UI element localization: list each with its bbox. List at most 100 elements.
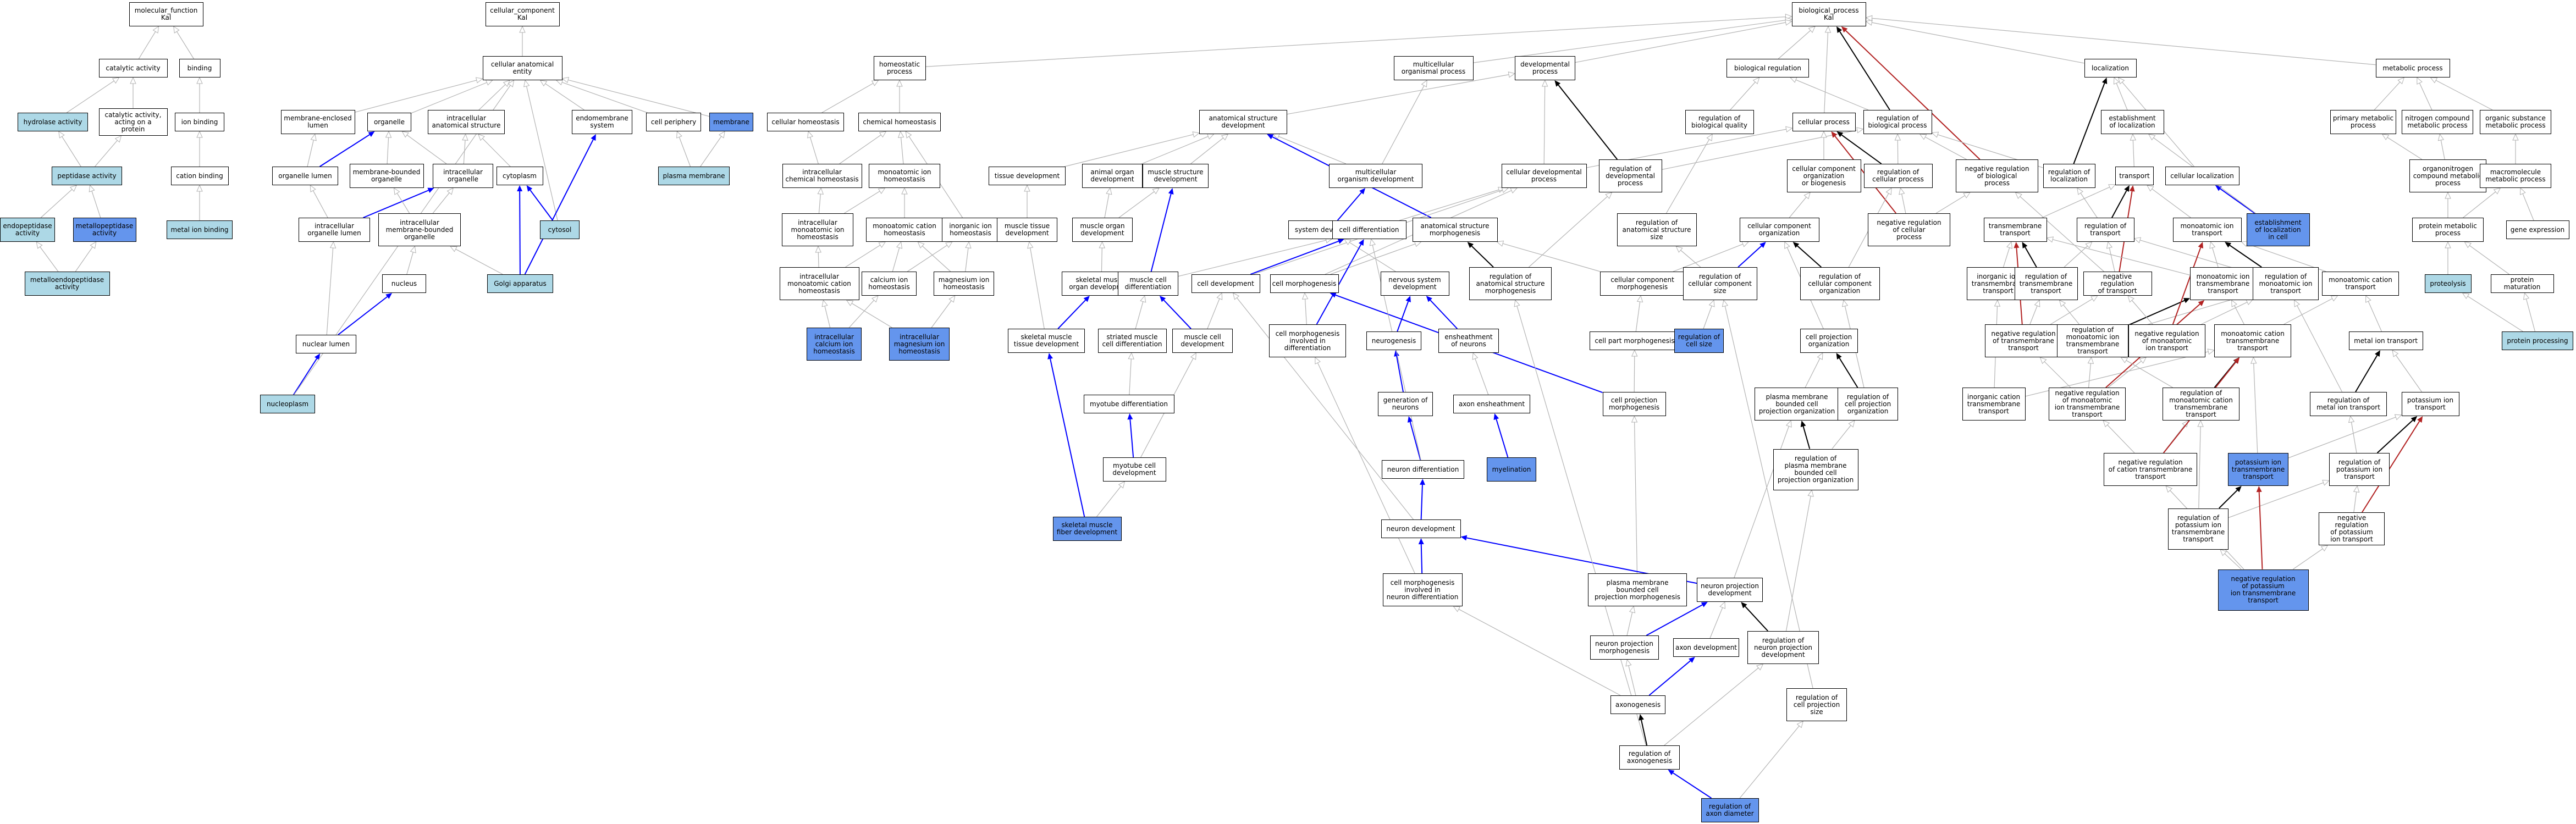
node-monoatomic-cation-homeostasis[interactable]: monoatomic cation homeostasis [866,218,943,242]
node-negative-regulation-of-potassium-ion-transmembrane-transport[interactable]: negative regulation of potassium ion tra… [2218,569,2309,611]
node-muscle-tissue-development[interactable]: muscle tissue development [997,218,1057,242]
node-cellular-developmental-process[interactable]: cellular developmental process [1501,164,1587,188]
node-regulation-of-neuron-projection-development[interactable]: regulation of neuron projection developm… [1747,631,1819,664]
node-calcium-ion-homeostasis[interactable]: calcium ion homeostasis [862,272,917,296]
node-striated-muscle-cell-differentiation[interactable]: striated muscle cell differentiation [1097,329,1167,353]
node-cellular-homeostasis[interactable]: cellular homeostasis [767,113,844,131]
node-axonogenesis[interactable]: axonogenesis [1610,695,1665,714]
node-monoatomic-cation-transmembrane-transport[interactable]: monoatomic cation transmembrane transpor… [2214,324,2291,357]
node-regulation-of-monoatomic-ion-transport[interactable]: regulation of monoatomic ion transport [2253,267,2319,300]
node-homeostatic-process[interactable]: homeostatic process [873,56,926,80]
node-myotube-cell-development[interactable]: myotube cell development [1102,457,1166,482]
node-cell-periphery[interactable]: cell periphery [646,113,701,131]
node-tissue-development[interactable]: tissue development [989,167,1066,185]
node-plasma-membrane-bounded-cell-projection-organization[interactable]: plasma membrane bounded cell projection … [1754,388,1840,421]
node-ion-binding[interactable]: ion binding [175,113,224,131]
node-monoatomic-ion-transport[interactable]: monoatomic ion transport [2172,218,2242,242]
node-regulation-of-potassium-ion-transmembrane-transport[interactable]: regulation of potassium ion transmembran… [2168,508,2229,550]
node-membrane-enclosed-lumen[interactable]: membrane-enclosed lumen [280,110,355,134]
node-metal-ion-binding[interactable]: metal ion binding [167,220,233,239]
node-biological-process[interactable]: biological_process Kal [1791,2,1866,26]
node-regulation-of-biological-process[interactable]: regulation of biological process [1863,110,1932,134]
node-cellular-component-organization-or-biogenesis[interactable]: cellular component organization or bioge… [1786,159,1861,192]
node-nervous-system-development[interactable]: nervous system development [1380,272,1449,296]
node-muscle-organ-development[interactable]: muscle organ development [1072,218,1133,242]
node-organic-substance-metabolic-process[interactable]: organic substance metabolic process [2480,110,2551,134]
node-cell-differentiation[interactable]: cell differentiation [1332,220,1406,239]
node-regulation-of-potassium-ion-transport[interactable]: regulation of potassium ion transport [2329,453,2390,486]
node-nuclear-lumen[interactable]: nuclear lumen [296,335,356,353]
node-cation-binding[interactable]: cation binding [170,167,229,185]
node-cellular-process[interactable]: cellular process [1792,113,1856,131]
node-muscle-structure-development[interactable]: muscle structure development [1143,164,1209,188]
node-cell-morphogenesis-involved-in-neuron-differentiation[interactable]: cell morphogenesis involved in neuron di… [1382,573,1463,606]
node-golgi-apparatus[interactable]: Golgi apparatus [487,274,553,293]
node-metalloendopeptidase-activity[interactable]: metalloendopeptidase activity [24,272,110,296]
node-animal-organ-development[interactable]: animal organ development [1082,164,1143,188]
node-proteolysis[interactable]: proteolysis [2424,274,2472,293]
node-regulation-of-transport[interactable]: regulation of transport [2076,218,2134,242]
node-anatomical-structure-development[interactable]: anatomical structure development [1199,110,1287,134]
node-negative-regulation-of-transport[interactable]: negative regulation of transport [2083,272,2152,296]
node-localization[interactable]: localization [2084,59,2137,78]
node-binding[interactable]: binding [179,59,220,78]
node-cellular-anatomical-entity[interactable]: cellular anatomical entity [482,56,562,80]
node-catalytic-activity[interactable]: catalytic activity [98,59,168,78]
node-cell-morphogenesis[interactable]: cell morphogenesis [1270,274,1339,293]
node-developmental-process[interactable]: developmental process [1515,56,1575,80]
node-catalytic-activity-acting-on-a-protein[interactable]: catalytic activity, acting on a protein [98,108,168,136]
node-multicellular-organismal-process[interactable]: multicellular organismal process [1393,56,1474,80]
node-regulation-of-cell-projection-organization[interactable]: regulation of cell projection organizati… [1838,388,1898,421]
node-plasma-membrane-bounded-cell-projection-morphogenesis[interactable]: plasma membrane bounded cell projection … [1588,573,1687,606]
node-endomembrane-system[interactable]: endomembrane system [572,110,632,134]
node-regulation-of-cellular-component-size[interactable]: regulation of cellular component size [1683,267,1757,300]
node-myotube-differentiation[interactable]: myotube differentiation [1083,395,1174,413]
node-axon-ensheathment[interactable]: axon ensheathment [1453,395,1530,413]
node-regulation-of-anatomical-structure-morphogenesis[interactable]: regulation of anatomical structure morph… [1469,267,1552,300]
node-intracellular-organelle[interactable]: intracellular organelle [433,164,493,188]
node-transmembrane-transport[interactable]: transmembrane transport [1983,218,2047,242]
node-regulation-of-monoatomic-cation-transmembrane-transport[interactable]: regulation of monoatomic cation transmem… [2163,388,2239,421]
node-potassium-ion-transport[interactable]: potassium ion transport [2401,392,2459,416]
node-generation-of-neurons[interactable]: generation of neurons [1378,392,1433,416]
node-negative-regulation-of-monoatomic-ion-transport[interactable]: negative regulation of monoatomic ion tr… [2128,324,2205,357]
node-metallopeptidase-activity[interactable]: metallopeptidase activity [73,218,136,242]
node-myelination[interactable]: myelination [1487,457,1536,482]
node-establishment-of-localization[interactable]: establishment of localization [2100,110,2164,134]
node-cytosol[interactable]: cytosol [540,220,580,239]
node-neuron-differentiation[interactable]: neuron differentiation [1382,460,1464,479]
node-nitrogen-compound-metabolic-process[interactable]: nitrogen compound metabolic process [2402,110,2473,134]
node-regulation-of-cellular-component-organization[interactable]: regulation of cellular component organiz… [1800,267,1880,300]
node-regulation-of-biological-quality[interactable]: regulation of biological quality [1685,110,1754,134]
node-intracellular-organelle-lumen[interactable]: intracellular organelle lumen [299,218,370,242]
node-gene-expression[interactable]: gene expression [2506,220,2569,239]
node-cellular-component[interactable]: cellular_component Kal [485,2,560,26]
node-regulation-of-anatomical-structure-size[interactable]: regulation of anatomical structure size [1617,213,1697,246]
node-endopeptidase-activity[interactable]: endopeptidase activity [0,218,55,242]
node-cellular-component-organization[interactable]: cellular component organization [1739,218,1819,242]
node-muscle-cell-development[interactable]: muscle cell development [1172,329,1233,353]
node-intracellular-monoatomic-cation-homeostasis[interactable]: intracellular monoatomic cation homeosta… [779,267,859,300]
node-intracellular-anatomical-structure[interactable]: intracellular anatomical structure [428,110,505,134]
node-regulation-of-axonogenesis[interactable]: regulation of axonogenesis [1619,745,1680,770]
node-monoatomic-ion-homeostasis[interactable]: monoatomic ion homeostasis [869,164,940,188]
node-biological-regulation[interactable]: biological regulation [1726,59,1809,78]
node-potassium-ion-transmembrane-transport[interactable]: potassium ion transmembrane transport [2228,453,2288,486]
node-anatomical-structure-morphogenesis[interactable]: anatomical structure morphogenesis [1412,218,1498,242]
node-cellular-localization[interactable]: cellular localization [2165,167,2239,185]
node-intracellular-monoatomic-ion-homeostasis[interactable]: intracellular monoatomic ion homeostasis [782,213,853,246]
node-regulation-of-cell-projection-size[interactable]: regulation of cell projection size [1786,688,1847,721]
node-membrane-bounded-organelle[interactable]: membrane-bounded organelle [349,164,424,188]
node-inorganic-ion-homeostasis[interactable]: inorganic ion homeostasis [941,218,1000,242]
node-molecular-function[interactable]: molecular_function Kal [129,2,203,26]
node-organelle[interactable]: organelle [367,113,411,131]
node-regulation-of-localization[interactable]: regulation of localization [2043,164,2095,188]
node-cell-projection-morphogenesis[interactable]: cell projection morphogenesis [1602,392,1666,416]
node-negative-regulation-of-monoatomic-ion-transmembrane-transport[interactable]: negative regulation of monoatomic ion tr… [2049,388,2126,421]
node-hydrolase-activity[interactable]: hydrolase activity [18,113,88,131]
node-protein-metabolic-process[interactable]: protein metabolic process [2412,218,2484,242]
node-magnesium-ion-homeostasis[interactable]: magnesium ion homeostasis [934,272,994,296]
node-regulation-of-developmental-process[interactable]: regulation of developmental process [1598,159,1662,192]
node-regulation-of-axon-diameter[interactable]: regulation of axon diameter [1701,798,1759,822]
node-regulation-of-cell-size[interactable]: regulation of cell size [1674,329,1724,353]
